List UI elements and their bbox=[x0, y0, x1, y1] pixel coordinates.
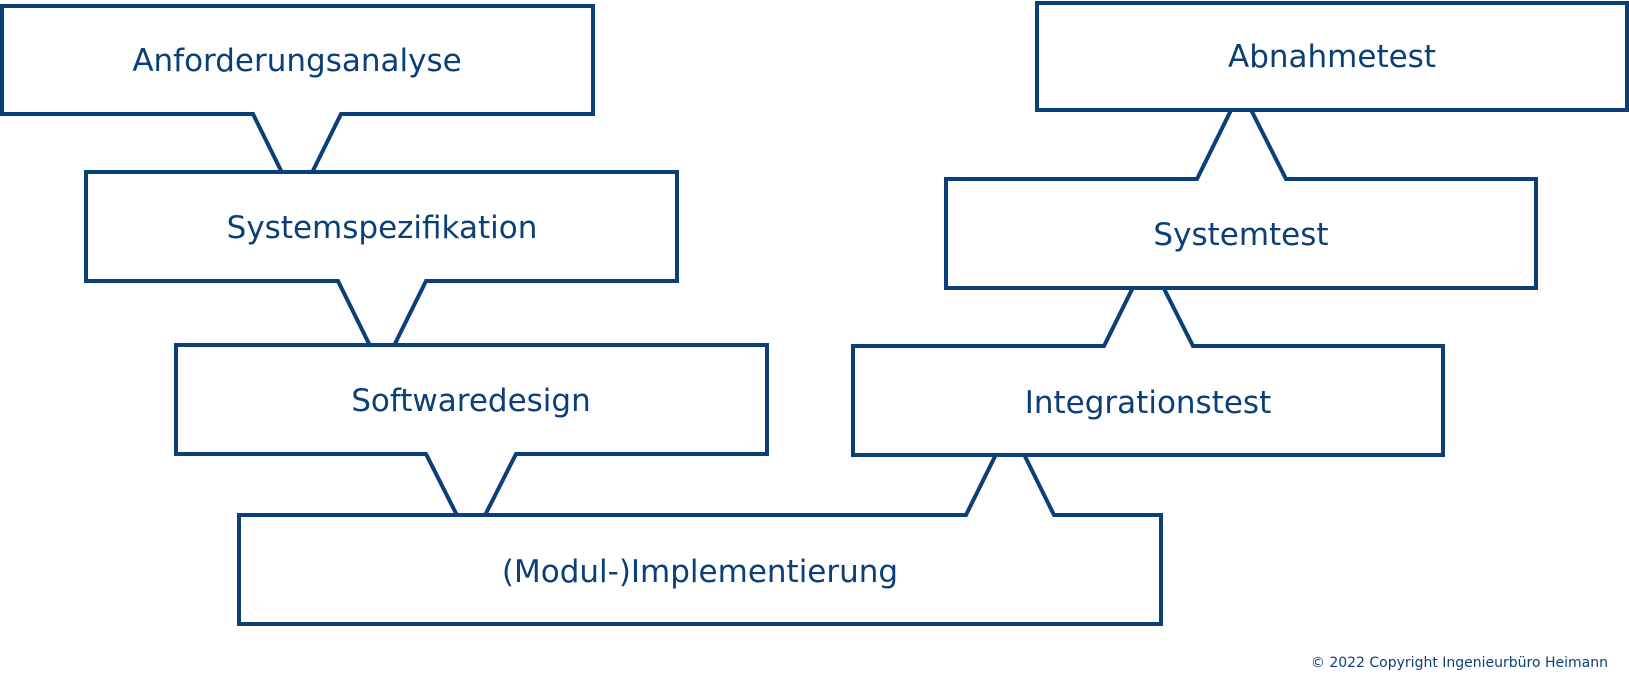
box-systemspezifikation: Systemspezifikation bbox=[84, 170, 679, 375]
label-softwaredesign: Softwaredesign bbox=[351, 383, 591, 419]
label-integrationstest: Integrationstest bbox=[1025, 385, 1272, 421]
callout-shape-anforderungsanalyse bbox=[0, 4, 595, 208]
label-systemspezifikation: Systemspezifikation bbox=[227, 210, 538, 246]
box-softwaredesign: Softwaredesign bbox=[174, 343, 769, 548]
callout-shape-integrationstest bbox=[851, 252, 1445, 457]
label-abnahmetest: Abnahmetest bbox=[1228, 39, 1436, 75]
rect-shape-abnahmetest bbox=[1035, 1, 1629, 112]
box-integrationstest: Integrationstest bbox=[851, 252, 1445, 457]
box-systemtest: Systemtest bbox=[944, 85, 1538, 290]
label-systemtest: Systemtest bbox=[1153, 217, 1328, 253]
callout-shape-systemtest bbox=[944, 85, 1538, 290]
box-anforderungsanalyse: Anforderungsanalyse bbox=[0, 4, 595, 208]
box-implementierung: (Modul-)Implementierung bbox=[237, 421, 1163, 626]
copyright-text: © 2022 Copyright Ingenieurbüro Heimann bbox=[1311, 655, 1608, 671]
callout-shape-implementierung bbox=[237, 421, 1163, 626]
label-anforderungsanalyse: Anforderungsanalyse bbox=[132, 43, 461, 79]
callout-shape-systemspezifikation bbox=[84, 170, 679, 375]
box-abnahmetest: Abnahmetest bbox=[1035, 1, 1629, 112]
callout-shape-softwaredesign bbox=[174, 343, 769, 548]
label-implementierung: (Modul-)Implementierung bbox=[502, 554, 898, 590]
